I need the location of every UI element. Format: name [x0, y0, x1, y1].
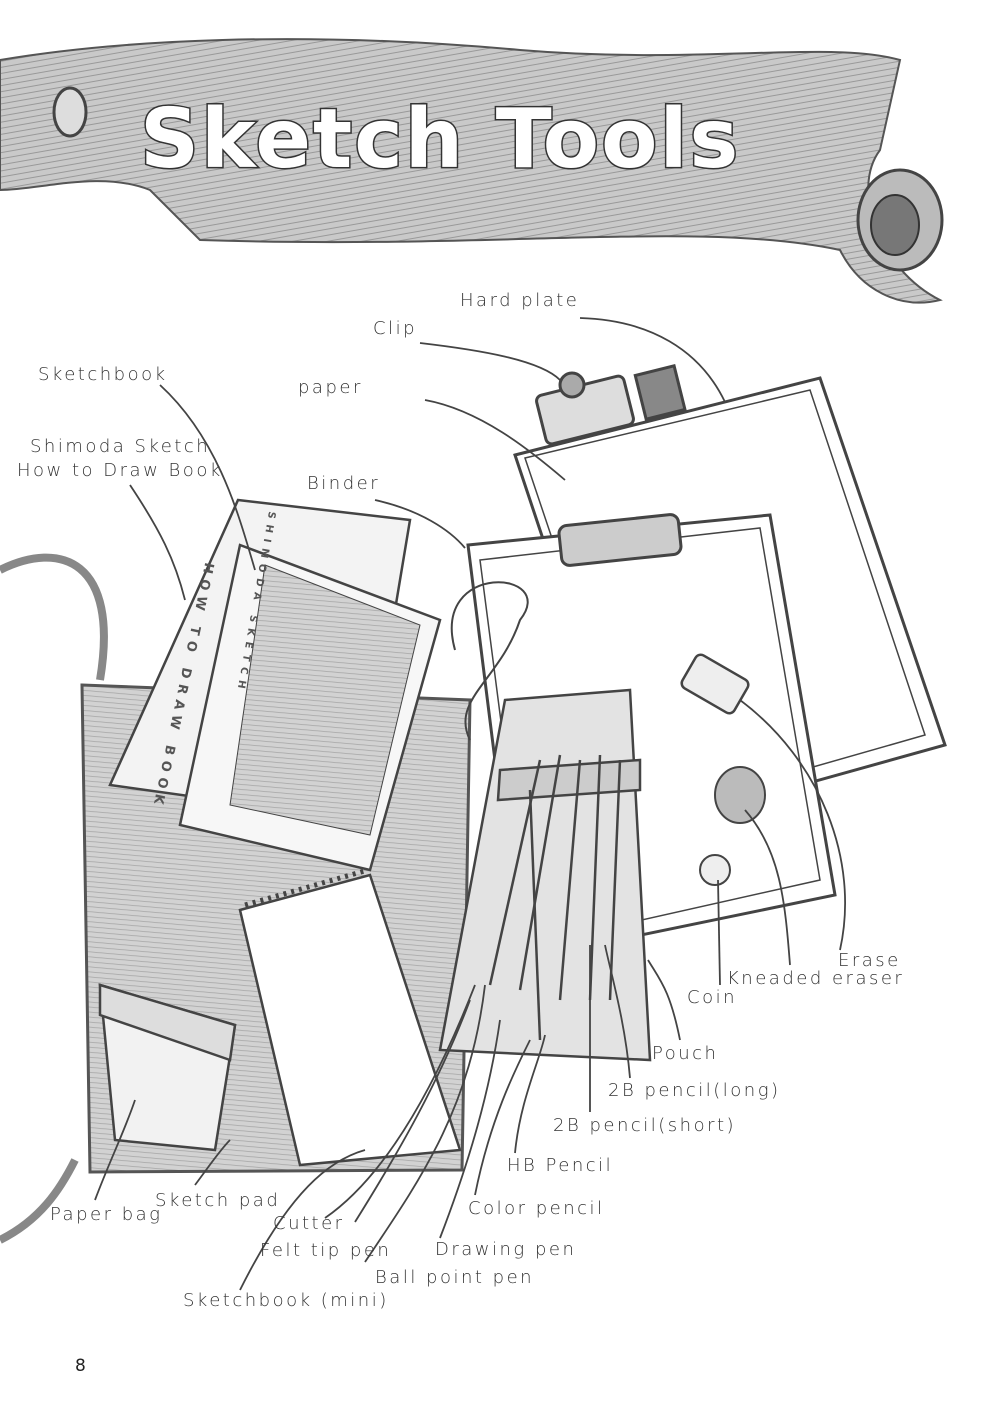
label-kneaded-eraser: Kneaded eraser [727, 968, 905, 989]
title-banner [0, 38, 944, 304]
label-color-pencil: Color pencil [468, 1198, 605, 1219]
page-number: 8 [75, 1356, 86, 1376]
sketchbooks [108, 498, 442, 872]
label-ball-point-pen: Ball point pen [375, 1267, 535, 1288]
paper-bag [98, 983, 237, 1152]
label-cutter: Cutter [273, 1213, 345, 1234]
page-title: Sketch Tools [138, 91, 741, 189]
label-pouch: Pouch [652, 1043, 719, 1064]
pouch [438, 581, 652, 1062]
eraser [680, 653, 750, 715]
label-drawing-pen: Drawing pen [435, 1239, 577, 1260]
label-erase: Erase [838, 950, 901, 971]
leader-lines [94, 317, 846, 1291]
label-2b-pencil-long: 2B pencil(long) [608, 1080, 781, 1101]
label-sketch-pad: Sketch pad [155, 1190, 281, 1211]
label-paper-bag: Paper bag [50, 1204, 163, 1225]
label-hb-pencil: HB Pencil [507, 1155, 614, 1176]
label-sketchbook-mini: Sketchbook (mini) [183, 1290, 389, 1311]
label-shimoda-line2: How to Draw Book [17, 460, 223, 481]
kneaded-eraser [714, 766, 766, 824]
coin [699, 854, 731, 886]
sketch-pad [238, 867, 462, 1167]
label-hard-plate: Hard plate [460, 290, 580, 311]
label-coin: Coin [687, 987, 737, 1008]
label-shimoda-line1: Shimoda Sketch [30, 436, 211, 457]
label-2b-pencil-short: 2B pencil(short) [553, 1115, 737, 1136]
label-clip: Clip [373, 318, 417, 339]
label-binder: Binder [307, 473, 381, 494]
label-paper: paper [298, 377, 363, 398]
label-sketchbook: Sketchbook [38, 364, 168, 385]
label-felt-tip-pen: Felt tip pen [260, 1240, 392, 1261]
